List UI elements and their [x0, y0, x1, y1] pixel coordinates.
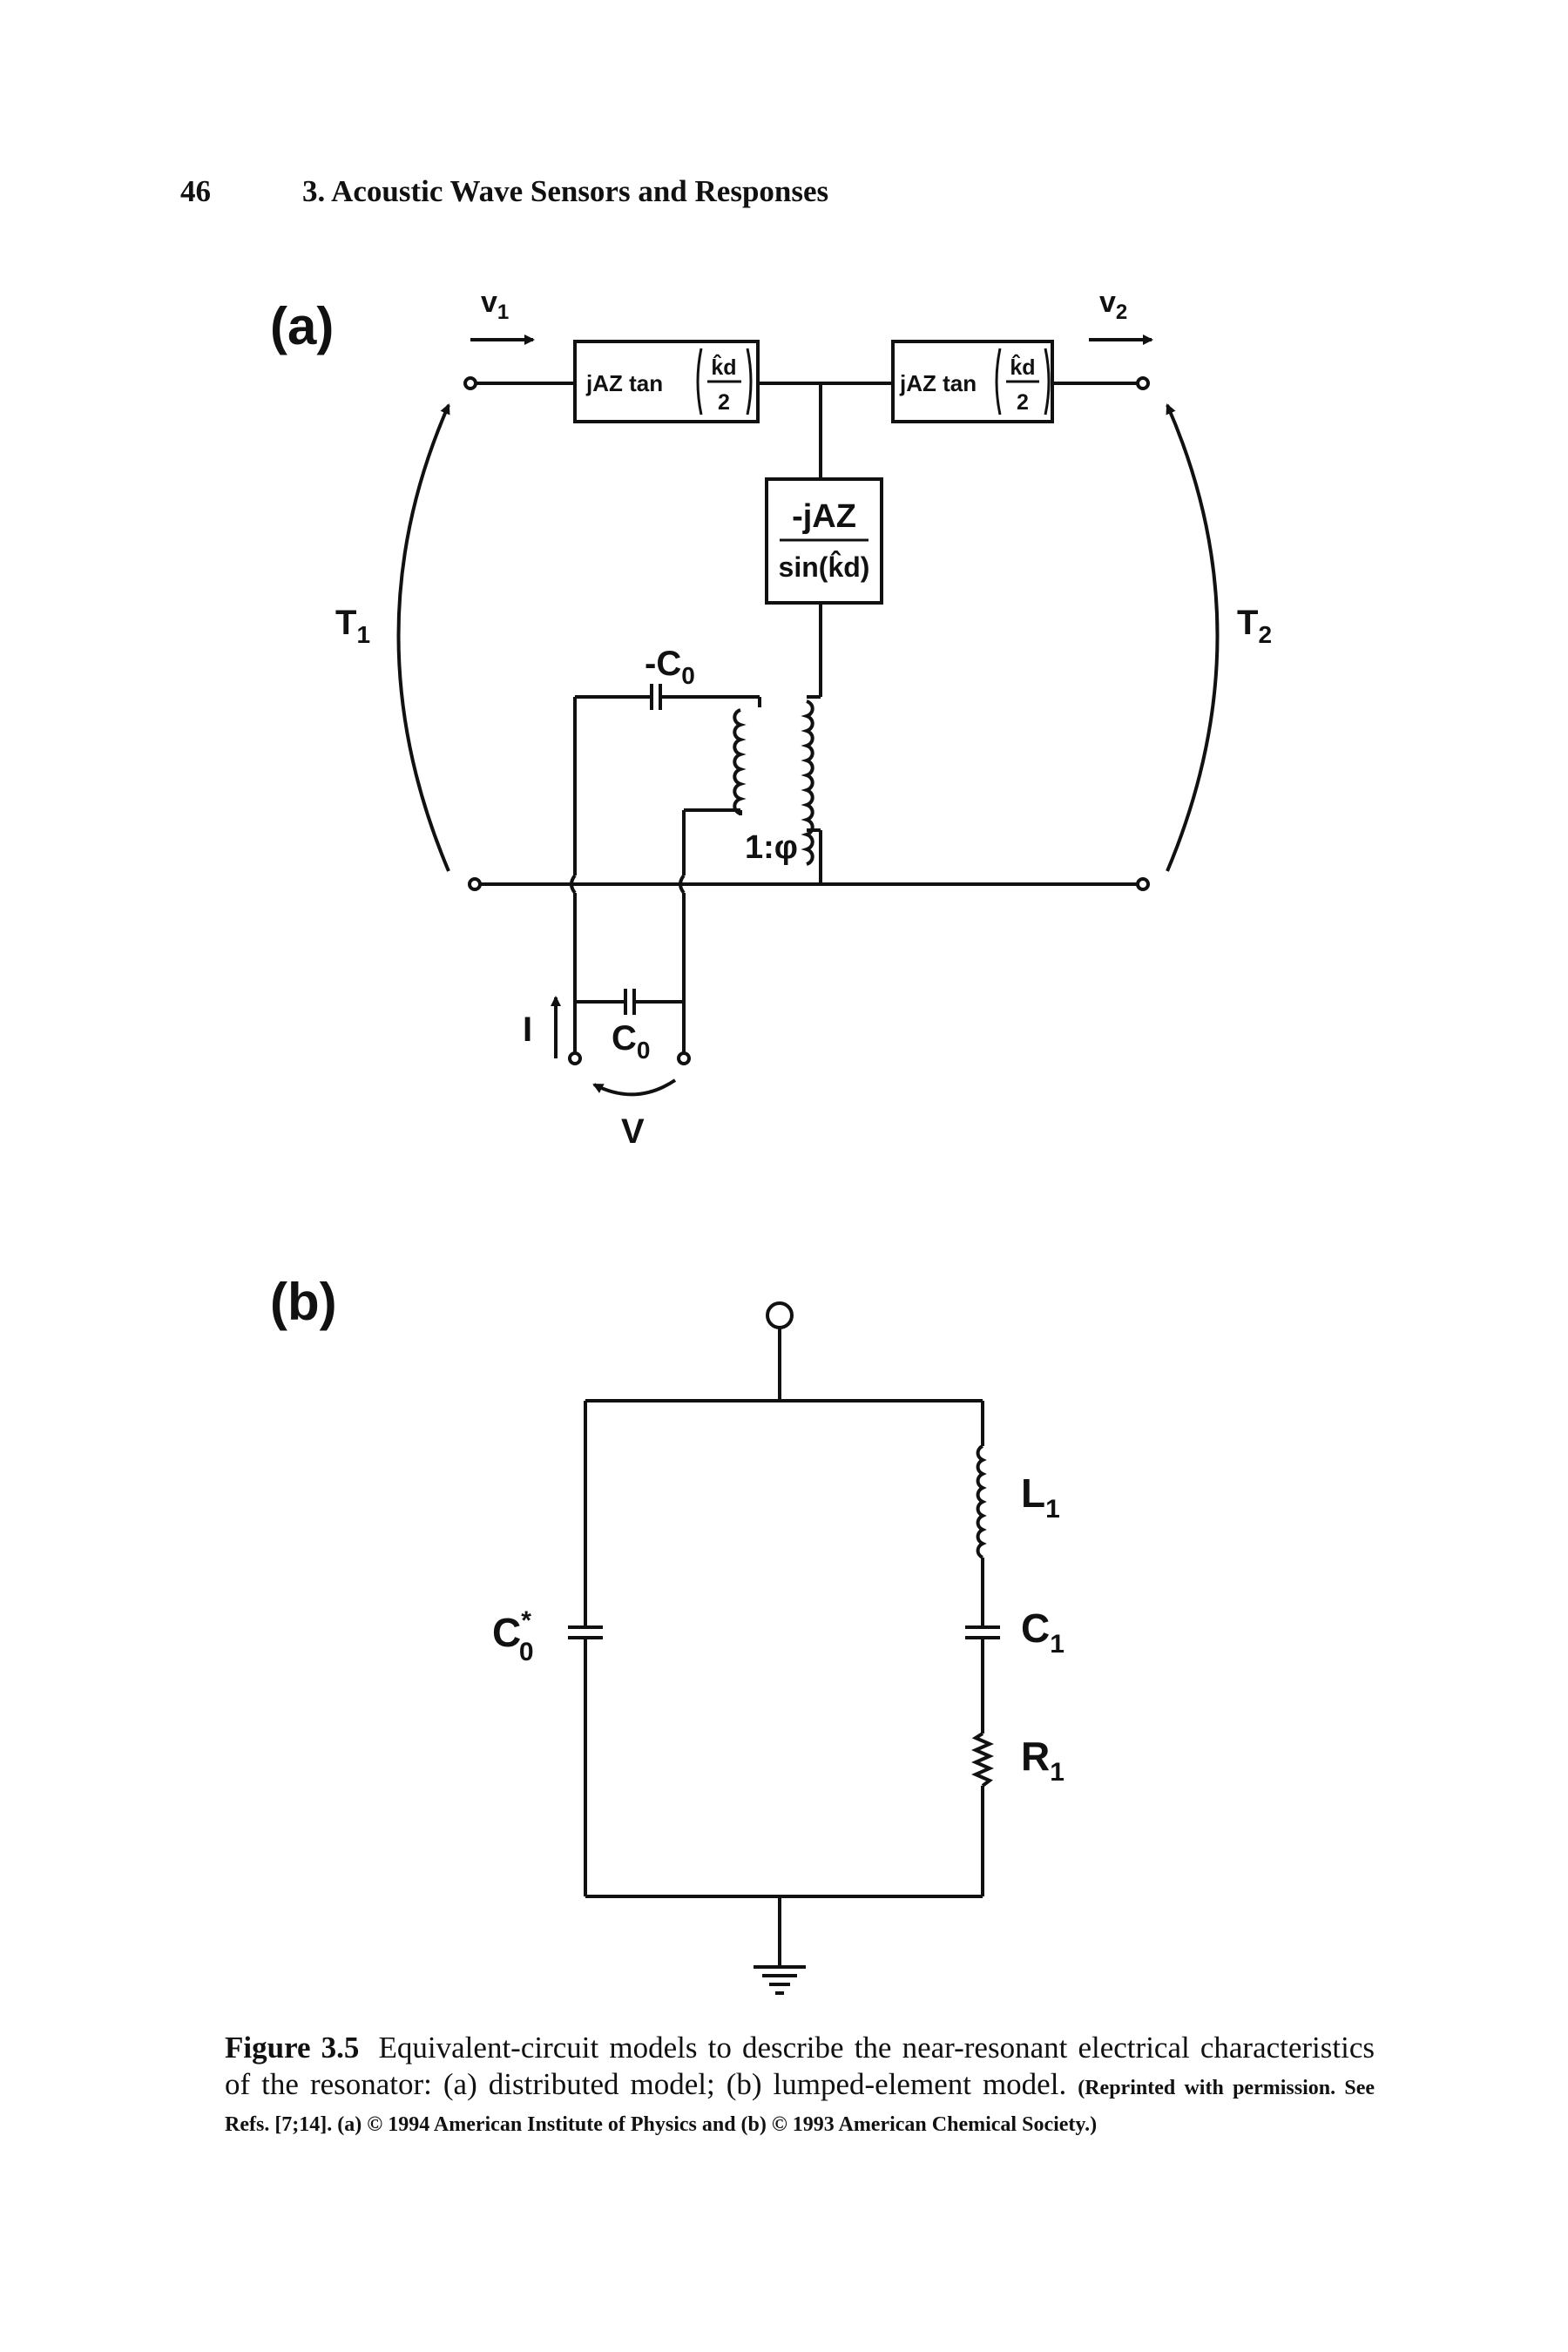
label-v2: v2 [1089, 286, 1153, 345]
panel-label-b: (b) [270, 1273, 337, 1331]
svg-text:-C0: -C0 [645, 645, 695, 689]
c0-star-base: C [492, 1610, 521, 1655]
electrode-wiring [570, 697, 742, 1054]
negative-c0-capacitor: -C0 [575, 645, 761, 710]
right-box-denominator: 2 [1017, 390, 1029, 415]
caption-credit: (Reprinted with permission. See Refs. [7… [225, 2077, 1375, 2136]
right-box-prefix: jAZ tan [899, 370, 977, 396]
port-v1-terminal[interactable] [463, 376, 477, 390]
left-box-prefix: jAZ tan [585, 370, 663, 396]
shunt-impedance-box: -jAZ sin(k̂d) [765, 383, 883, 697]
t2-sub: 2 [1258, 621, 1272, 648]
current-label: I [523, 1010, 532, 1049]
voltage-indicator: V [592, 1078, 677, 1151]
motional-branch: L1 C1 R1 [965, 1401, 1064, 1896]
svg-text:T1: T1 [335, 604, 370, 648]
c0-sub: 0 [637, 1037, 651, 1064]
shunt-box-denominator: sin(k̂d) [779, 551, 870, 583]
left-box-numerator: k̂d [711, 354, 736, 380]
l1-sub: 1 [1045, 1495, 1060, 1524]
r1-base: R [1021, 1734, 1050, 1779]
v2-sub: 2 [1116, 301, 1127, 324]
l1-base: L [1021, 1470, 1045, 1516]
c0-star-capacitor: C* 0 [492, 1401, 603, 1896]
turns-ratio-label: 1:φ [745, 829, 798, 866]
svg-text:v2: v2 [1099, 286, 1127, 324]
t1-base: T [335, 604, 356, 642]
v1-base: v [481, 286, 497, 319]
v1-sub: 1 [497, 301, 509, 324]
c1-sub: 1 [1050, 1630, 1064, 1659]
voltage-label: V [621, 1112, 645, 1151]
t1-sub: 1 [356, 621, 370, 648]
c0-base: C [612, 1019, 637, 1058]
svg-text:L1: L1 [1021, 1470, 1060, 1524]
left-box-denominator: 2 [718, 390, 730, 415]
r1-sub: 1 [1050, 1758, 1064, 1787]
label-v1: v1 [470, 286, 535, 345]
port-bottom-right-terminal[interactable] [1136, 877, 1150, 891]
electrode-left-terminal[interactable] [568, 1051, 582, 1065]
bottom-transmission-line [468, 877, 1150, 891]
caption-text: Equivalent-circuit models to describe th… [225, 2031, 1375, 2101]
svg-text:C*0: C* 0 [492, 1606, 534, 1666]
neg-c0-base: -C [645, 645, 681, 683]
chapter-title: 3. Acoustic Wave Sensors and Responses [302, 174, 829, 208]
c0-star-sup: * [521, 1606, 531, 1635]
static-c0-capacitor: C0 [568, 989, 691, 1065]
t1-arc: T1 [335, 403, 450, 872]
c1-base: C [1021, 1605, 1050, 1651]
c1-capacitor: C1 [965, 1605, 1064, 1659]
left-series-impedance-box: jAZ tan k̂d 2 [573, 340, 760, 423]
diagram-b: (b) C*0 L1 C1 [270, 1273, 1064, 1995]
page-header: 46 3. Acoustic Wave Sensors and Responses [180, 174, 828, 209]
v2-base: v [1099, 286, 1116, 319]
electrode-right-terminal[interactable] [677, 1051, 691, 1065]
right-box-numerator: k̂d [1010, 354, 1035, 380]
figure-label: Figure 3.5 [225, 2031, 360, 2065]
shunt-box-numerator: -jAZ [792, 498, 856, 535]
svg-text:C0: C0 [612, 1019, 650, 1064]
svg-text:v1: v1 [481, 286, 509, 324]
svg-text:R1: R1 [1021, 1734, 1064, 1787]
l1-inductor: L1 [976, 1444, 1060, 1559]
figure-caption: Figure 3.5 Equivalent-circuit models to … [225, 2030, 1375, 2139]
input-terminal[interactable] [766, 1301, 794, 1329]
r1-resistor: R1 [971, 1732, 1064, 1788]
c0-star-sub: 0 [519, 1638, 534, 1666]
panel-label-a: (a) [270, 297, 334, 355]
page-number: 46 [180, 174, 211, 208]
port-bottom-left-terminal[interactable] [468, 877, 482, 891]
right-series-impedance-box: jAZ tan k̂d 2 [891, 340, 1054, 423]
diagram-a: (a) v1 v2 jAZ tan k̂d 2 [270, 286, 1272, 1151]
current-indicator: I [523, 996, 561, 1058]
ground-icon [754, 1965, 806, 1995]
transformer: 1:φ [733, 695, 822, 884]
top-transmission-line [463, 376, 1150, 390]
t2-arc: T2 [1166, 403, 1272, 872]
t2-base: T [1237, 604, 1258, 642]
svg-text:C1: C1 [1021, 1605, 1064, 1659]
svg-text:T2: T2 [1237, 604, 1272, 648]
neg-c0-sub: 0 [681, 662, 695, 689]
port-v2-terminal[interactable] [1136, 376, 1150, 390]
